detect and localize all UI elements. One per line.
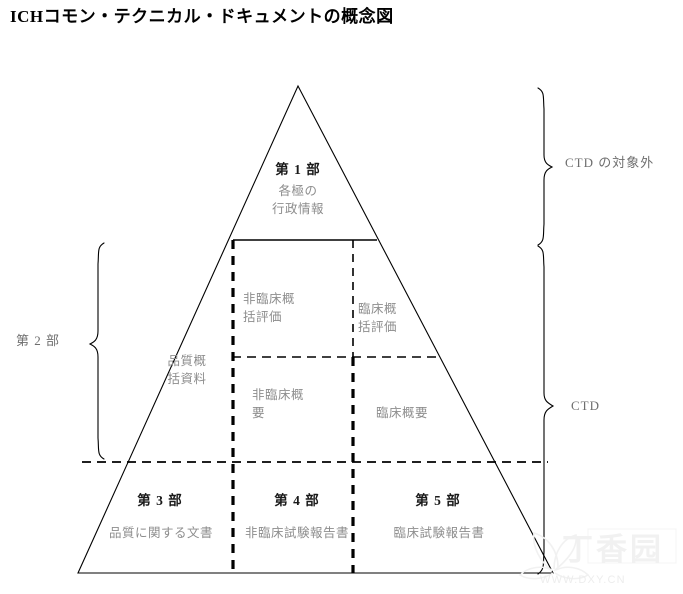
module5-subtitle: 臨床試験報告書 [393,526,485,540]
quality-overall-summary-label: 品質概 括資料 [167,354,207,387]
module5-title: 第 5 部 [415,493,461,508]
module3-title: 第 3 部 [137,493,183,508]
nonclinical-overview-label: 非臨床概 括評価 [243,292,296,325]
nonclinical-summary-label: 非臨床概 要 [252,388,305,421]
module2-brace-label: 第 2 部 [16,333,61,348]
module1-subtitle: 各極の 行政情報 [271,184,324,217]
page-title: ICHコモン・テクニカル・ドキュメントの概念図 [10,7,394,26]
pyramid-outline [77,84,554,574]
module3-subtitle: 品質に関する文書 [108,526,213,540]
ctd-excluded-brace [537,87,554,246]
module1-title: 第 1 部 [275,162,321,177]
module2-brace [88,242,105,460]
ctd-brace-label: CTD [571,398,600,413]
ctd-brace [537,245,555,575]
module4-title: 第 4 部 [274,493,320,508]
ctd-excluded-brace-label: CTD の対象外 [565,155,655,170]
clinical-overview-label: 臨床概 括評価 [358,302,398,335]
clinical-summary-label: 臨床概要 [376,406,429,420]
module4-subtitle: 非臨床試験報告書 [244,526,349,540]
